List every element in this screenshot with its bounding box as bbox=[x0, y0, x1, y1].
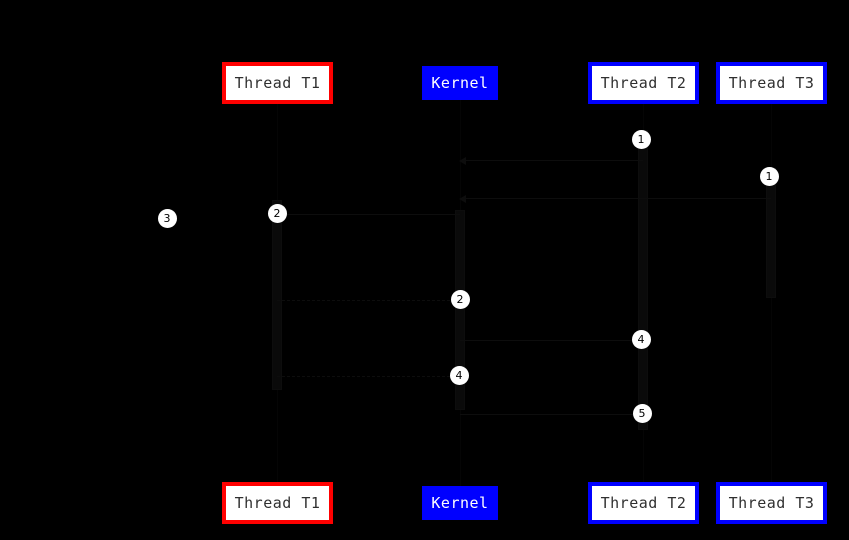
msg-1 bbox=[459, 157, 643, 165]
msg-6 bbox=[277, 373, 461, 381]
badge-t3-1: 1 bbox=[759, 166, 779, 186]
msg-3 bbox=[276, 211, 460, 219]
msg-5 bbox=[460, 337, 644, 345]
badge-t2-4: 4 bbox=[631, 329, 651, 349]
activation-t2 bbox=[638, 130, 648, 430]
badge-t1-2: 2 bbox=[267, 203, 287, 223]
badge-t2-5: 5 bbox=[632, 403, 652, 423]
msg-2 bbox=[459, 195, 771, 203]
msg-7 bbox=[460, 411, 644, 419]
activation-t1 bbox=[272, 200, 282, 390]
badge-kernel-2: 2 bbox=[450, 289, 470, 309]
participant-kernel-top[interactable]: Kernel bbox=[422, 66, 498, 100]
participant-t3-bottom[interactable]: Thread T3 bbox=[716, 482, 827, 524]
participant-t2-top[interactable]: Thread T2 bbox=[588, 62, 699, 104]
participant-t2-bottom[interactable]: Thread T2 bbox=[588, 482, 699, 524]
badge-t1-3: 3 bbox=[157, 208, 177, 228]
participant-t1-bottom[interactable]: Thread T1 bbox=[222, 482, 333, 524]
activation-t3 bbox=[766, 168, 776, 298]
badge-t2-1: 1 bbox=[631, 129, 651, 149]
badge-kernel-4: 4 bbox=[449, 365, 469, 385]
participant-t1-top[interactable]: Thread T1 bbox=[222, 62, 333, 104]
msg-4 bbox=[277, 297, 461, 305]
participant-t3-top[interactable]: Thread T3 bbox=[716, 62, 827, 104]
participant-kernel-bottom[interactable]: Kernel bbox=[422, 486, 498, 520]
activation-kernel bbox=[455, 210, 465, 410]
